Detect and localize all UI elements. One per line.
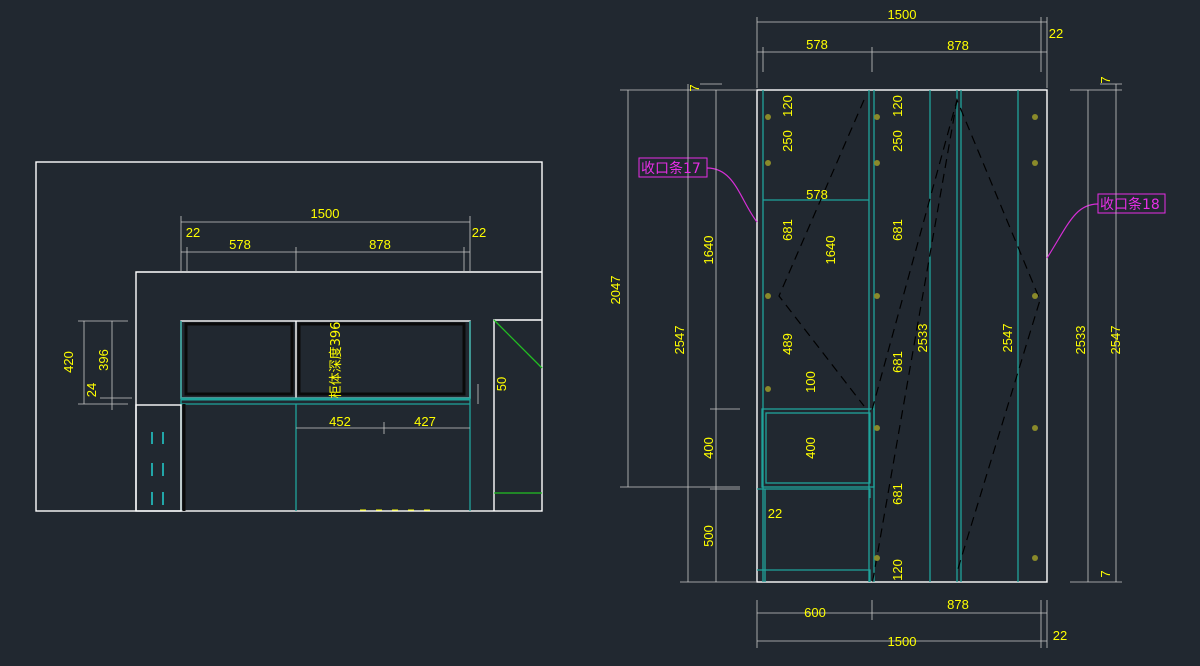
dim-left-offset-50: 50	[494, 377, 509, 391]
dim-right-top-878: 878	[947, 38, 969, 53]
dim-right-bottom-total: 1500	[888, 634, 917, 649]
dim-inner-2547: 2547	[1000, 324, 1015, 353]
dim-right-gap-7-top-right: 7	[1098, 76, 1113, 83]
dim-left-panel-right: 22	[472, 225, 486, 240]
dim-col2-120-bottom: 120	[890, 559, 905, 581]
dim-col1-120: 120	[780, 95, 795, 117]
drawer-base	[757, 488, 871, 582]
dim-right-small-22: 22	[768, 506, 782, 521]
dim-col1-400: 400	[803, 437, 818, 459]
dim-right-bottom-600: 600	[804, 605, 826, 620]
right-outer-frame	[756, 89, 1048, 583]
tag-leader-right	[1046, 203, 1099, 259]
upper-cabinet-door-left	[184, 322, 294, 396]
left-door-hidden-lines	[151, 432, 164, 505]
dim-left-segment-578: 578	[229, 237, 251, 252]
left-right-pier	[493, 319, 542, 511]
door-swing-lines	[778, 99, 865, 407]
dim-right-gap-7-bottom-right: 7	[1098, 570, 1113, 577]
right-elevation-view: 1500 578 878 22 578 600 878 1500 22 22 2…	[608, 7, 1166, 649]
dim-right-mid-578: 578	[806, 187, 828, 202]
dim-right-1640-left: 1640	[701, 236, 716, 265]
dim-col1-681: 681	[780, 219, 795, 241]
dim-col1-1640: 1640	[823, 236, 838, 265]
dim-right-2047: 2047	[608, 276, 623, 305]
hinge-marks	[765, 114, 1038, 561]
dim-left-segment-878: 878	[369, 237, 391, 252]
dim-left-total-width: 1500	[311, 206, 340, 221]
open-compartment-inner	[765, 412, 871, 484]
dim-right-2547-outer: 2547	[1108, 326, 1123, 355]
dim-right-2547-left: 2547	[672, 326, 687, 355]
dim-col2-120-top: 120	[890, 95, 905, 117]
dim-col2-681-a: 681	[890, 219, 905, 241]
upper-cabinet-door-right	[297, 322, 466, 396]
cabinet-depth-note: 柜体深度396	[328, 322, 344, 399]
dim-right-2533-outer: 2533	[1073, 326, 1088, 355]
dim-left-height-396: 396	[96, 349, 111, 371]
dim-right-top-22: 22	[1049, 26, 1063, 41]
dim-right-gap-7-top-left: 7	[687, 84, 702, 91]
dim-left-height-24: 24	[84, 383, 99, 397]
door-swing-lines	[871, 98, 1041, 573]
dim-right-top-578: 578	[806, 37, 828, 52]
tag-box-right	[1097, 193, 1166, 214]
upper-cabinet-outline	[180, 320, 471, 399]
tag-box-left	[638, 157, 708, 178]
tag-left-trim-strip: 收口条17	[641, 160, 701, 177]
dim-col1-489: 489	[780, 333, 795, 355]
dim-right-bottom-878: 878	[947, 597, 969, 612]
dim-left-height-420: 420	[61, 351, 76, 373]
left-elevation-view: 1500 22 22 578 878 420 396 24 柜体深度396 50…	[35, 161, 543, 512]
tag-leader-left	[706, 167, 758, 223]
dim-inner-2533: 2533	[915, 324, 930, 353]
dim-col2-250: 250	[890, 130, 905, 152]
dim-left-panel-left: 22	[186, 225, 200, 240]
open-compartment	[761, 408, 875, 488]
dim-col1-100: 100	[803, 371, 818, 393]
tag-right-trim-strip: 收口条18	[1100, 196, 1160, 213]
door-swing-lines	[871, 99, 958, 586]
dim-right-400-left: 400	[701, 437, 716, 459]
dim-col2-681-c: 681	[890, 483, 905, 505]
dim-col1-250: 250	[780, 130, 795, 152]
dim-right-top-total: 1500	[888, 7, 917, 22]
dim-col2-681-b: 681	[890, 351, 905, 373]
dim-left-427: 427	[414, 414, 436, 429]
left-door-panel	[135, 404, 182, 512]
pier-diagonal-line	[493, 319, 543, 369]
dim-left-452: 452	[329, 414, 351, 429]
dim-right-500-left: 500	[701, 525, 716, 547]
dim-right-bottom-22: 22	[1053, 628, 1067, 643]
left-outer-frame	[35, 161, 543, 512]
